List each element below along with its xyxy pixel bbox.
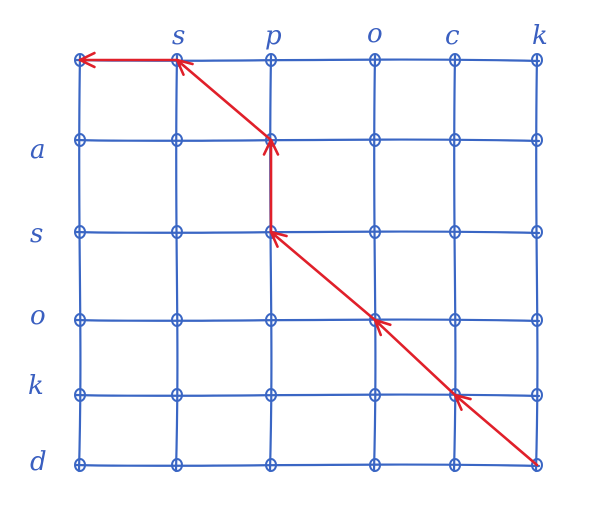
grid-node [74, 388, 86, 402]
grid-node [265, 388, 277, 402]
grid-node [449, 225, 461, 239]
grid-node [171, 313, 183, 327]
column-label-k: k [532, 21, 548, 51]
path-arrow [175, 58, 273, 142]
path-arrow [373, 318, 457, 397]
grid-node [265, 458, 277, 472]
grid-node [265, 313, 277, 327]
grid-node [171, 458, 183, 472]
column-label-p: p [265, 21, 282, 51]
top-labels: s p o c k [172, 19, 548, 51]
row-label-o: o [30, 301, 46, 331]
grid-node [531, 458, 543, 472]
column-label-c: c [445, 21, 460, 51]
grid-node [449, 313, 461, 327]
grid-row-line-4 [74, 393, 541, 398]
grid-node [369, 53, 381, 67]
grid-column-line-3 [372, 54, 377, 473]
grid-node [74, 133, 86, 147]
path-arrow [269, 230, 377, 322]
row-label-k: k [28, 371, 44, 401]
grid-node [265, 53, 277, 67]
grid-node [449, 133, 461, 147]
grid-row-line-2 [74, 230, 541, 235]
path-arrow [78, 51, 179, 69]
grid-node [171, 225, 183, 239]
path-arrow [453, 393, 539, 467]
grid-column-line-0 [77, 54, 82, 473]
grid-column-line-1 [174, 54, 179, 473]
path-arrow [262, 138, 280, 234]
grid-node [171, 133, 183, 147]
grid-node [74, 458, 86, 472]
grid-node [531, 225, 543, 239]
column-label-o: o [367, 19, 383, 49]
grid-node [531, 313, 543, 327]
grid-node [449, 53, 461, 67]
grid-node [369, 225, 381, 239]
grid-node [531, 388, 543, 402]
grid-node [74, 225, 86, 239]
grid-column-line-5 [534, 54, 539, 473]
row-label-s: s [30, 219, 43, 249]
grid-row-line-1 [74, 138, 541, 143]
grid-node [369, 313, 381, 327]
row-label-a: a [30, 135, 46, 165]
grid-node [531, 53, 543, 67]
grid-node [449, 458, 461, 472]
grid-node [369, 458, 381, 472]
grid-node [171, 388, 183, 402]
grid-row-line-3 [74, 318, 541, 323]
grid-lines [74, 54, 541, 473]
row-label-d: d [30, 447, 47, 477]
grid-node [74, 313, 86, 327]
column-label-s: s [172, 21, 185, 51]
grid-row-line-5 [74, 463, 541, 468]
grid-node [531, 133, 543, 147]
left-labels: a s o k d [28, 135, 47, 477]
grid-node [369, 133, 381, 147]
grid-node [369, 388, 381, 402]
grid-column-line-4 [452, 54, 457, 473]
grid-column-line-2 [268, 54, 273, 473]
alignment-path [78, 51, 539, 467]
